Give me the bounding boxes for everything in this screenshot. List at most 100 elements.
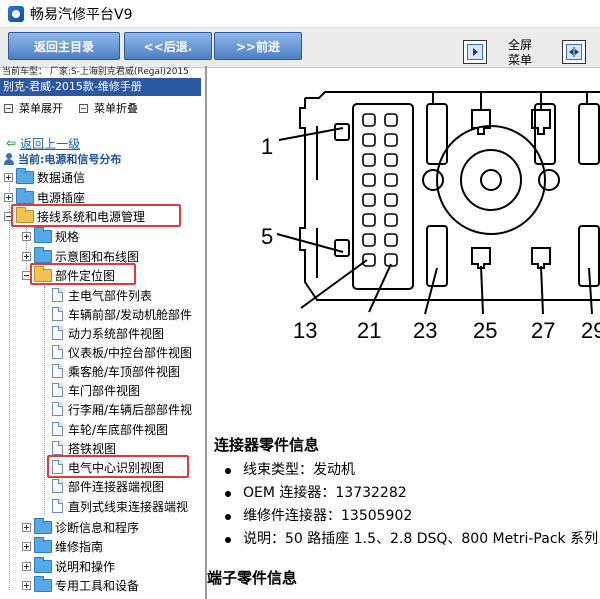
tree-item-specs[interactable]: 规格 [22,226,79,245]
tree-item-diagnostics[interactable]: 诊断信息和程序 [22,517,139,536]
manual-title-bar: 别克-君威-2015款-维修手册 [0,78,201,96]
callout-label: 13 [293,318,317,343]
document-icon [52,479,63,493]
tree-item-front-engine-bay[interactable]: 车辆前部/发动机舱部件 [52,305,192,323]
tree-guide-line [44,286,45,514]
tree-item-dashboard-view[interactable]: 仪表板/中控台部件视图 [52,343,192,361]
tree-item-main-electrical-list[interactable]: 主电气部件列表 [52,286,152,304]
up-one-level-link[interactable]: ⇦ 返回上一级 [6,134,80,152]
tree-item-description-operation[interactable]: 说明和操作 [22,556,115,575]
tree-item-label: 专用工具和设备 [55,578,140,593]
folder-icon [34,517,52,534]
bullet-icon [225,467,231,474]
tree-guide-line [26,226,27,276]
up-link-label: 返回上一级 [20,136,81,151]
document-icon [52,402,63,416]
bullet-icon [225,490,231,497]
expand-plus-icon[interactable] [22,580,31,590]
fullscreen-label-line1: 全屏 [507,38,532,52]
callout-label: 5 [261,224,273,249]
fullscreen-toggle-button[interactable] [562,40,586,64]
expand-plus-icon[interactable] [4,192,13,202]
tree-item-cabin-roof-view[interactable]: 乘客舱/车顶部件视图 [52,362,180,380]
tree-item-schematics[interactable]: 示意图和布线图 [22,246,139,265]
highlight-box [11,204,181,227]
title-bar: 畅易汽修平台V9 [0,0,600,28]
tree-item-electrical-center-view[interactable]: 电气中心识别视图 [52,458,164,476]
menu-expand-control[interactable]: 菜单展开 [4,100,63,116]
menu-collapse-label: 菜单折叠 [94,102,138,115]
tree-item-inline-connector-view[interactable]: 直列式线束连接器端视 [52,497,188,515]
tree-item-wiring-power-mgmt[interactable]: 接线系统和电源管理 [4,206,145,225]
tree-item-label: 部件定位图 [55,268,116,283]
tree-item-label: 电气中心识别视图 [68,460,165,475]
document-icon [52,345,63,359]
list-item: 说明：50 路插座 1.5、2.8 DSQ、800 Metri-Pack 系列 [225,528,600,551]
folder-icon [16,167,34,184]
connector-info-list: 线束类型：发动机 OEM 连接器：13732282 维修件连接器：1350590… [225,459,600,551]
document-icon [52,307,63,321]
current-vehicle-info: 当前车型： 厂家:S-上海别克君威(Regal)2015 [2,67,189,77]
tree-item-special-tools[interactable]: 专用工具和设备 [22,575,140,594]
document-icon [52,460,63,474]
back-button[interactable]: <<后退. [124,32,212,60]
navigation-tree: ⇦ 返回上一级 当前:电源和信号分布 数据通信 电源插座 接线系统和电源管理 规… [0,130,205,599]
tree-item-data-comm[interactable]: 数据通信 [4,167,85,186]
callout-label: 27 [531,318,555,343]
tree-item-connector-end-view[interactable]: 部件连接器端视图 [52,477,164,495]
highlight-box [47,455,189,478]
bullet-icon [225,513,231,520]
tree-item-door-view[interactable]: 车门部件视图 [52,381,140,399]
collapse-icon [79,103,88,113]
connector-diagram: 1 5 13 21 23 25 27 29 [207,68,600,370]
open-folder-icon [34,265,52,282]
folder-icon [34,226,52,243]
tree-item-component-location[interactable]: 部件定位图 [22,265,116,284]
fullscreen-menu-label[interactable]: 全屏 菜单 [505,38,535,68]
tree-item-label: 搭铁视图 [68,441,117,456]
menu-controls: 菜单展开 菜单折叠 [0,100,205,116]
tree-item-repair-guide[interactable]: 维修指南 [22,536,103,555]
fullscreen-icon [566,44,582,60]
tree-item-powertrain-view[interactable]: 动力系统部件视图 [52,324,164,342]
tree-item-label: 电源插座 [37,190,86,205]
forward-button[interactable]: >>前进 [214,32,302,60]
app-logo-icon [8,5,24,22]
connector-info-text: 维修件连接器：13505902 [243,508,413,524]
tree-item-label: 车辆前部/发动机舱部件 [68,307,193,322]
tree-item-trunk-rear-view[interactable]: 行李厢/车辆后部部件视 [52,400,192,418]
collapse-left-pane-button[interactable] [463,40,487,64]
expand-plus-icon[interactable] [22,231,31,241]
expand-plus-icon[interactable] [4,172,13,182]
tree-item-wheel-underbody-view[interactable]: 车轮/车底部件视图 [52,420,168,438]
tree-item-ground-view[interactable]: 搭铁视图 [52,439,116,457]
connector-info-text: 线束类型：发动机 [243,462,355,478]
callout-label: 25 [473,318,497,343]
tree-item-label: 行李厢/车辆后部部件视 [68,402,193,417]
connector-info-heading: 连接器零件信息 [214,436,320,454]
tree-item-label: 直列式线束连接器端视 [68,499,189,514]
tree-item-label: 车轮/车底部件视图 [68,422,169,437]
tree-item-label: 主电气部件列表 [68,288,153,303]
folder-icon [34,246,52,263]
menu-collapse-control[interactable]: 菜单折叠 [79,100,138,116]
expand-plus-icon[interactable] [22,251,31,261]
expand-plus-icon[interactable] [22,541,31,551]
open-folder-icon [16,206,34,223]
document-icon [52,499,63,513]
back-to-main-button[interactable]: 返回主目录 [8,32,120,60]
toolbar: 返回主目录 <<后退. >>前进 全屏 菜单 [0,28,600,68]
tree-item-power-outlet[interactable]: 电源插座 [4,187,86,206]
connector-info-text: OEM 连接器：13732282 [243,485,407,501]
document-icon [52,422,63,436]
callout-label: 21 [357,318,381,343]
pane-splitter[interactable] [205,66,207,599]
list-item: OEM 连接器：13732282 [225,482,600,505]
highlight-box [30,263,136,285]
expand-plus-icon[interactable] [22,522,31,532]
tree-item-label: 车门部件视图 [68,383,141,398]
expand-plus-icon[interactable] [22,561,31,571]
folder-icon [34,536,52,553]
back-arrow-icon: ⇦ [6,136,17,150]
fullscreen-label-line2: 菜单 [507,53,532,67]
